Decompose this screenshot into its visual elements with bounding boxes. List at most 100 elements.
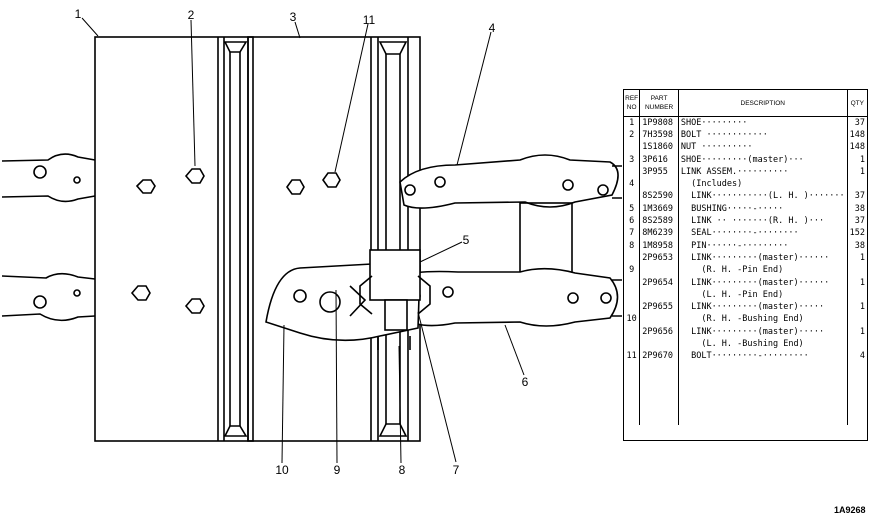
- qty-cell: 1: [859, 302, 865, 313]
- left-chain-lower: [1, 272, 96, 322]
- qty-cell: 1: [859, 166, 865, 177]
- qty-cell: 37: [854, 117, 865, 128]
- part-number-cell: 8M6239: [639, 227, 679, 240]
- callout-2: 2: [187, 8, 195, 22]
- parts-list-row: 2P9653 LINK·········(master)······1: [624, 252, 867, 265]
- right-chain-upper: [399, 154, 619, 209]
- ref-cell: [624, 326, 641, 339]
- description-cell: LINK·········(master)······: [678, 276, 848, 290]
- parts-list-row: 4 (Includes): [624, 178, 867, 191]
- ref-cell: 8: [624, 239, 641, 253]
- description-cell: LINK···········(L. H. )·······: [678, 190, 848, 204]
- description-cell: NUT ··········: [678, 141, 848, 154]
- callout-8: 8: [398, 463, 406, 477]
- qty-cell: 152: [849, 228, 865, 239]
- ref-cell: [624, 166, 641, 179]
- qty-cell: 148: [849, 129, 865, 140]
- description-cell: (L. H. -Bushing End): [678, 338, 848, 351]
- qty-cell: 1: [859, 154, 865, 165]
- qty-cell: 37: [854, 216, 865, 227]
- parts-list-row: 8S2590 LINK···········(L. H. )·······37: [624, 190, 867, 204]
- ref-cell: 4: [624, 178, 641, 191]
- parts-list-filler: [624, 362, 867, 425]
- description-cell: (L. H. -Pin End): [678, 289, 848, 302]
- callout-4: 4: [488, 21, 496, 35]
- part-number-cell: 1M3669: [639, 203, 679, 216]
- left-chain-upper: [1, 153, 96, 203]
- part-number-cell: 1S1860: [639, 141, 679, 154]
- description-cell: LINK ·· ·······(R. H. )···: [678, 215, 848, 228]
- ref-cell: 1: [624, 116, 641, 130]
- part-number-cell: 2P9655: [639, 301, 679, 314]
- qty-cell: 1: [859, 252, 865, 263]
- part-number-cell: [639, 338, 679, 351]
- parts-list-row: (L. H. -Bushing End): [624, 338, 867, 351]
- callout-1: 1: [74, 7, 82, 21]
- parts-list-row: 2P9654 LINK·········(master)······1: [624, 276, 867, 290]
- callout-11: 11: [362, 13, 376, 27]
- qty-cell: [847, 178, 867, 190]
- description-cell: LINK·········(master)·····: [678, 301, 848, 314]
- parts-list-row: (L. H. -Pin End): [624, 289, 867, 302]
- track-shoe-1: [94, 36, 254, 442]
- parts-list-row: 2P9655 LINK·········(master)····· 1: [624, 301, 867, 314]
- description-cell: (R. H. -Pin End): [678, 264, 848, 277]
- ref-cell: 7: [624, 227, 641, 240]
- description-cell: PIN······-·········: [678, 239, 848, 253]
- part-number-cell: 3P955: [639, 166, 679, 179]
- part-number-cell: 7H3598: [639, 129, 679, 142]
- part-number-cell: 2P9656: [639, 326, 679, 339]
- description-cell: SHOE·········(master)···: [678, 153, 848, 167]
- ref-cell: 5: [624, 203, 641, 216]
- part-number-cell: 1P9808: [639, 116, 679, 130]
- parts-list-row: 10 (R. H. -Bushing End): [624, 313, 867, 327]
- part-number-cell: [639, 264, 679, 277]
- ref-cell: 10: [624, 313, 641, 327]
- ref-cell: [624, 289, 641, 302]
- ref-cell: 9: [624, 264, 641, 277]
- header-qty: QTY: [847, 90, 867, 117]
- part-number-cell: 8S2590: [639, 190, 679, 204]
- ref-cell: [624, 276, 641, 290]
- description-cell: (Includes): [678, 178, 848, 191]
- part-number-cell: 2P9670: [639, 350, 679, 363]
- qty-cell: 38: [854, 203, 865, 214]
- callout-6: 6: [521, 375, 529, 389]
- description-cell: (R. H. -Bushing End): [678, 313, 848, 327]
- parts-list-row: 9 (R. H. -Pin End): [624, 264, 867, 277]
- ref-cell: 2: [624, 129, 641, 142]
- header-part-number: PART NUMBER: [639, 90, 679, 117]
- description-cell: BOLT·········-·········: [678, 350, 848, 363]
- callout-3: 3: [289, 10, 297, 24]
- figure-number: 1A9268: [834, 505, 866, 515]
- qty-cell: [847, 265, 867, 277]
- ref-cell: 6: [624, 215, 641, 228]
- ref-cell: 3: [624, 153, 641, 167]
- ref-cell: [624, 338, 641, 351]
- description-cell: SHOE·········: [678, 116, 848, 130]
- part-number-cell: [639, 289, 679, 302]
- description-cell: LINK·········(master)·····: [678, 326, 848, 339]
- part-number-cell: 2P9654: [639, 276, 679, 290]
- part-number-cell: 3P616: [639, 153, 679, 167]
- description-cell: BUSHING·····-·····: [678, 203, 848, 216]
- qty-cell: 38: [854, 240, 865, 251]
- header-ref-no: REF NO: [624, 90, 641, 117]
- qty-cell: [847, 289, 867, 301]
- ref-cell: [624, 301, 641, 314]
- callout-5: 5: [462, 233, 470, 247]
- description-cell: LINK·········(master)······: [678, 252, 848, 265]
- track-shoe-master: [247, 36, 421, 442]
- qty-cell: [847, 338, 867, 350]
